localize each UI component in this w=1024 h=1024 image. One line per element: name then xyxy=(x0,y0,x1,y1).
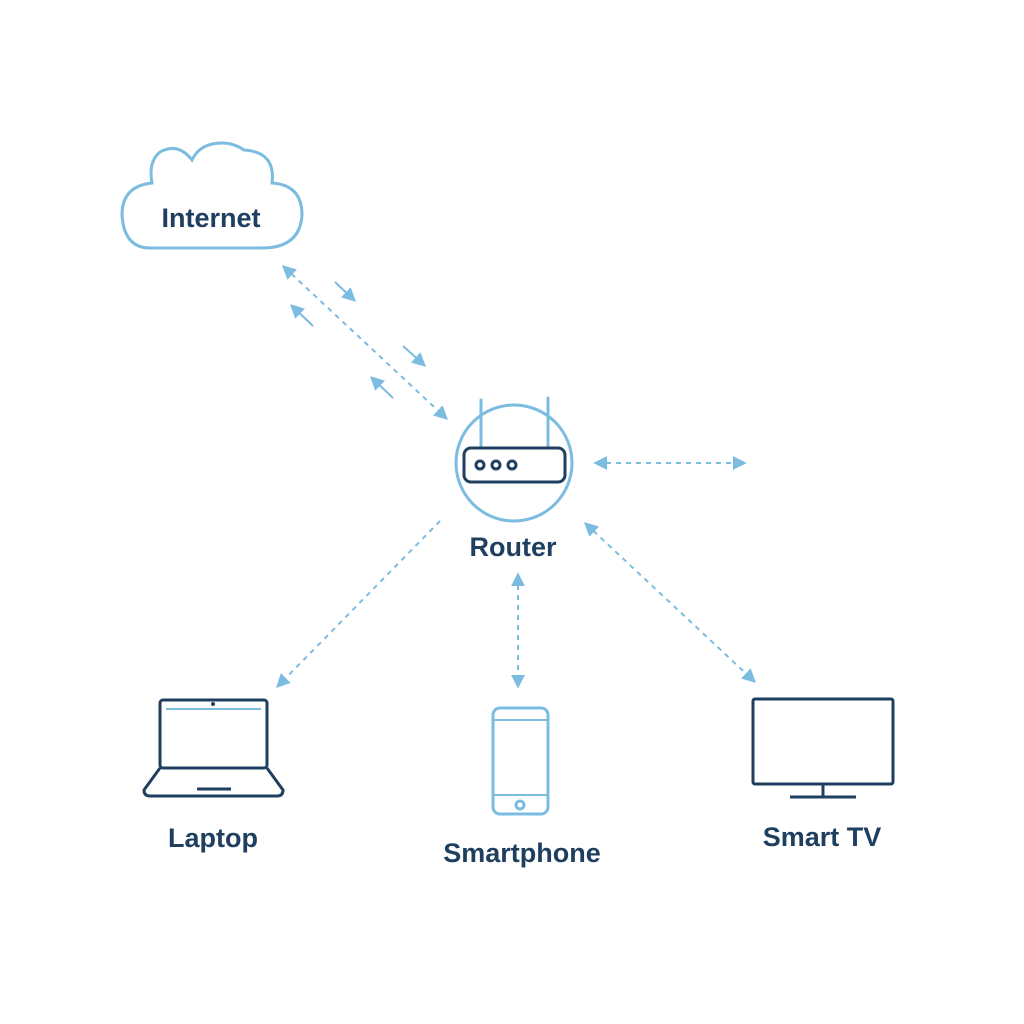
smarttv-node: Smart TV xyxy=(751,697,895,852)
flow-arrow-up-2 xyxy=(369,376,394,399)
tv-icon xyxy=(751,697,895,799)
internet-node: Internet xyxy=(120,141,304,250)
flow-arrow-down-2 xyxy=(402,345,427,367)
smarttv-label: Smart TV xyxy=(763,822,882,852)
router-label: Router xyxy=(470,532,557,562)
flow-arrow-down-1 xyxy=(334,281,357,302)
laptop-node: Laptop xyxy=(142,698,285,853)
router-icon xyxy=(462,396,567,484)
laptop-icon xyxy=(142,698,285,798)
internet-label: Internet xyxy=(161,203,260,233)
link-router-laptop xyxy=(276,520,441,688)
router-node: Router xyxy=(454,396,574,562)
link-internet-router xyxy=(281,265,449,420)
laptop-label: Laptop xyxy=(168,823,258,853)
link-router-smarttv xyxy=(583,522,757,683)
smartphone-icon xyxy=(491,706,550,816)
cloud-icon xyxy=(120,141,304,250)
smartphone-node: Smartphone xyxy=(443,706,601,868)
smartphone-label: Smartphone xyxy=(443,838,601,868)
flow-arrow-up-1 xyxy=(289,304,314,327)
